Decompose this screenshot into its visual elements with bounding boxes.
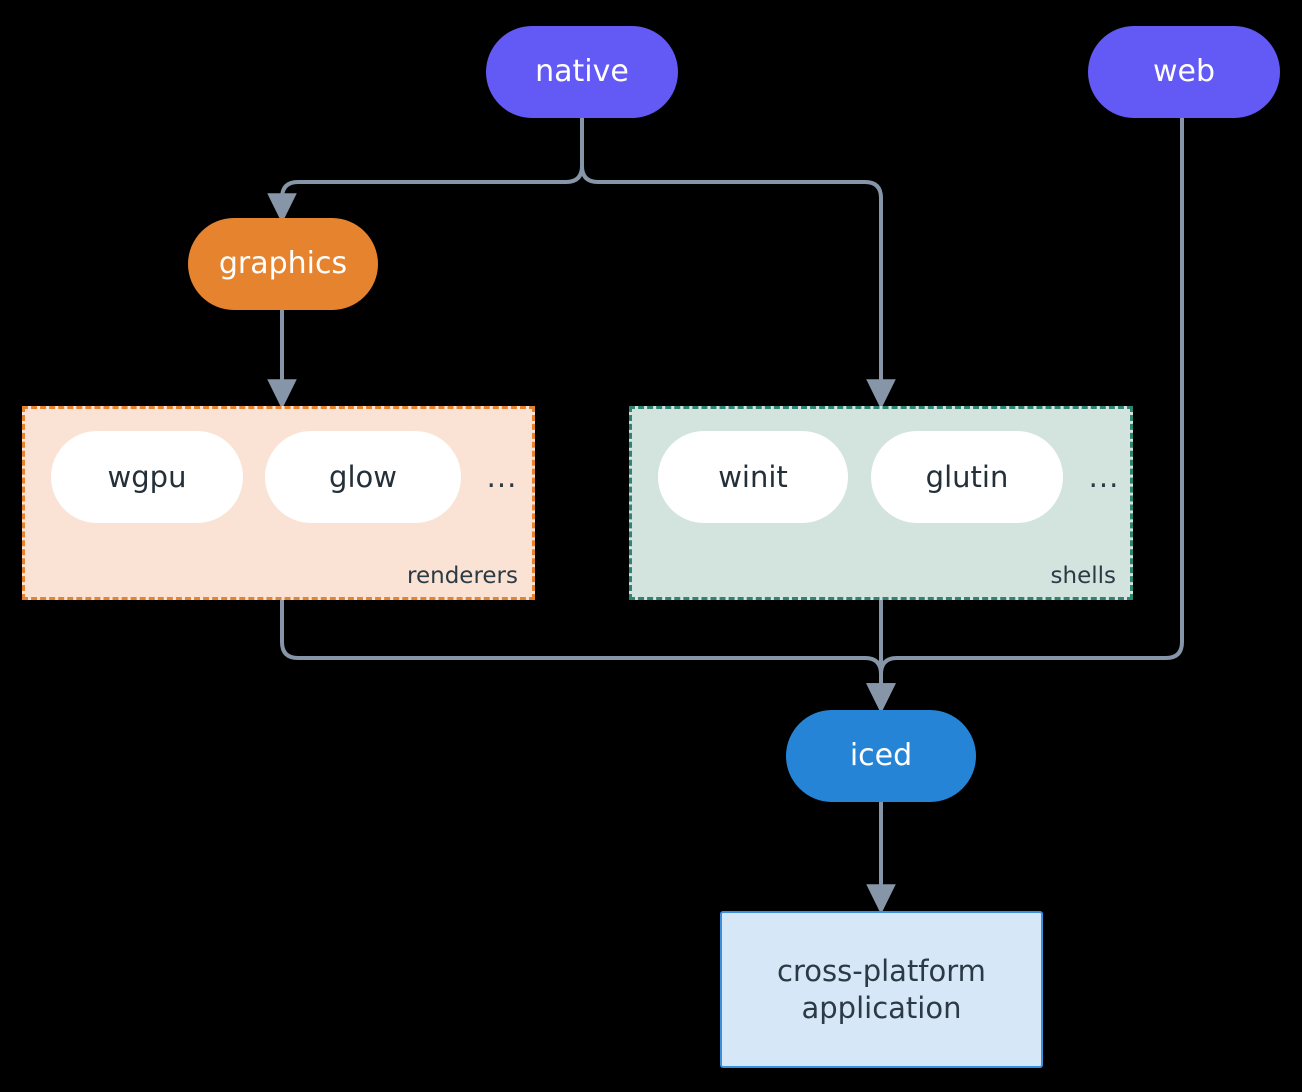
leaf-glow[interactable]: glow bbox=[265, 431, 461, 523]
edge-native-shells bbox=[580, 116, 896, 410]
shells-overflow-ellipsis: ... bbox=[1088, 460, 1120, 494]
node-graphics-label: graphics bbox=[218, 246, 348, 282]
node-iced-label: iced bbox=[849, 738, 913, 774]
node-iced[interactable]: iced bbox=[786, 710, 976, 802]
leaf-wgpu[interactable]: wgpu bbox=[51, 431, 243, 523]
leaf-glow-label: glow bbox=[329, 460, 397, 494]
node-native[interactable]: native bbox=[486, 26, 678, 118]
leaf-glutin[interactable]: glutin bbox=[871, 431, 1063, 523]
edge-native-split bbox=[267, 116, 584, 224]
cluster-shells: winit glutin ... shells bbox=[629, 406, 1133, 600]
node-application[interactable]: cross-platform application bbox=[720, 911, 1043, 1068]
leaf-wgpu-label: wgpu bbox=[107, 460, 187, 494]
renderers-overflow-ellipsis: ... bbox=[486, 460, 518, 494]
cluster-shells-title: shells bbox=[1050, 563, 1116, 589]
cluster-renderers: wgpu glow ... renderers bbox=[22, 406, 535, 600]
node-web-label: web bbox=[1152, 54, 1216, 90]
node-application-label: cross-platform application bbox=[777, 954, 986, 1025]
leaf-winit-label: winit bbox=[718, 460, 788, 494]
node-native-label: native bbox=[535, 54, 629, 90]
node-web[interactable]: web bbox=[1088, 26, 1280, 118]
node-graphics[interactable]: graphics bbox=[188, 218, 378, 310]
edge-renderers-iced bbox=[280, 598, 896, 714]
cluster-renderers-title: renderers bbox=[407, 563, 518, 589]
leaf-winit[interactable]: winit bbox=[658, 431, 848, 523]
leaf-glutin-label: glutin bbox=[925, 460, 1009, 494]
